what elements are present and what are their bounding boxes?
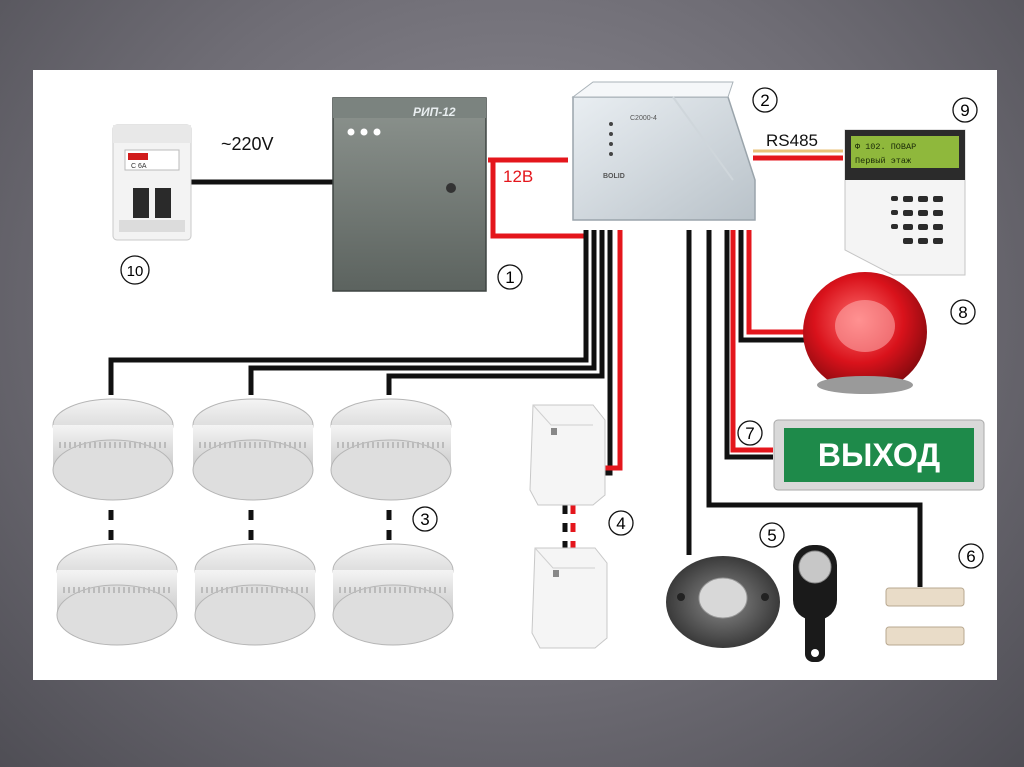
controller-c2000: С2000-4 BOLID — [571, 81, 756, 221]
wiring-diagram: C 6A РИП-12 С2000-4 BOLID Ф 102. ПОВАР П… — [52, 81, 985, 662]
label-12v: 12В — [503, 167, 533, 186]
svg-text:С2000-4: С2000-4 — [630, 115, 657, 122]
motion-detector — [529, 404, 606, 506]
wire-exit-black — [724, 230, 773, 460]
svg-text:3: 3 — [420, 510, 429, 529]
wire-siren-black — [738, 230, 808, 343]
wire-siren-red — [746, 230, 808, 335]
motion-detectors — [529, 404, 608, 649]
svg-text:7: 7 — [745, 424, 754, 443]
svg-text:10: 10 — [127, 263, 144, 280]
svg-text:BOLID: BOLID — [603, 173, 625, 180]
smoke-detector — [332, 543, 454, 646]
touch-memory-key — [793, 545, 837, 662]
diagram-slide: C 6A РИП-12 С2000-4 BOLID Ф 102. ПОВАР П… — [33, 70, 997, 680]
svg-text:РИП-12: РИП-12 — [413, 105, 456, 119]
callout-5: 5 — [759, 522, 785, 548]
siren — [803, 272, 927, 394]
svg-text:4: 4 — [616, 514, 625, 533]
svg-text:1: 1 — [505, 268, 514, 287]
door-contact — [885, 587, 965, 646]
circuit-breaker: C 6A — [112, 124, 192, 241]
power-supply: РИП-12 — [332, 97, 487, 292]
svg-text:2: 2 — [760, 91, 769, 110]
callout-2: 2 — [752, 87, 778, 113]
keypad: Ф 102. ПОВАР Первый этаж — [844, 129, 966, 276]
smoke-detector — [192, 398, 314, 501]
callout-9: 9 — [952, 97, 978, 123]
smoke-detector — [330, 398, 452, 501]
callout-3: 3 — [412, 506, 438, 532]
wire-loop-1 — [108, 230, 589, 395]
svg-text:5: 5 — [767, 526, 776, 545]
svg-text:8: 8 — [958, 303, 967, 322]
key-reader — [666, 545, 837, 662]
wire-loop-4b — [600, 230, 623, 471]
callout-4: 4 — [608, 510, 634, 536]
svg-text:6: 6 — [966, 547, 975, 566]
callout-7: 7 — [737, 420, 763, 446]
callout-1: 1 — [497, 264, 523, 290]
wires — [108, 149, 923, 587]
svg-text:C 6A: C 6A — [131, 163, 147, 170]
wire-exit-red — [730, 230, 773, 453]
callout-10: 10 — [120, 255, 150, 285]
callout-8: 8 — [950, 299, 976, 325]
wire-door — [706, 230, 923, 587]
smoke-detector — [194, 543, 316, 646]
wire-loop-2 — [248, 230, 597, 395]
callout-6: 6 — [958, 543, 984, 569]
motion-detector — [531, 547, 608, 649]
callouts: 1 2 3 4 5 6 7 8 9 10 — [120, 87, 984, 569]
svg-text:Ф 102. ПОВАР: Ф 102. ПОВАР — [855, 142, 916, 152]
svg-text:ВЫХОД: ВЫХОД — [818, 437, 940, 473]
smoke-detector — [52, 398, 174, 501]
wire-12v-loop — [490, 160, 588, 239]
smoke-detector — [56, 543, 178, 646]
label-rs485: RS485 — [766, 131, 818, 150]
svg-text:Первый этаж: Первый этаж — [855, 156, 912, 166]
smoke-detectors — [52, 398, 454, 646]
exit-sign: ВЫХОД — [773, 419, 985, 491]
wire-loop-3 — [386, 230, 605, 395]
label-220v: ~220V — [221, 134, 274, 154]
svg-text:9: 9 — [960, 101, 969, 120]
